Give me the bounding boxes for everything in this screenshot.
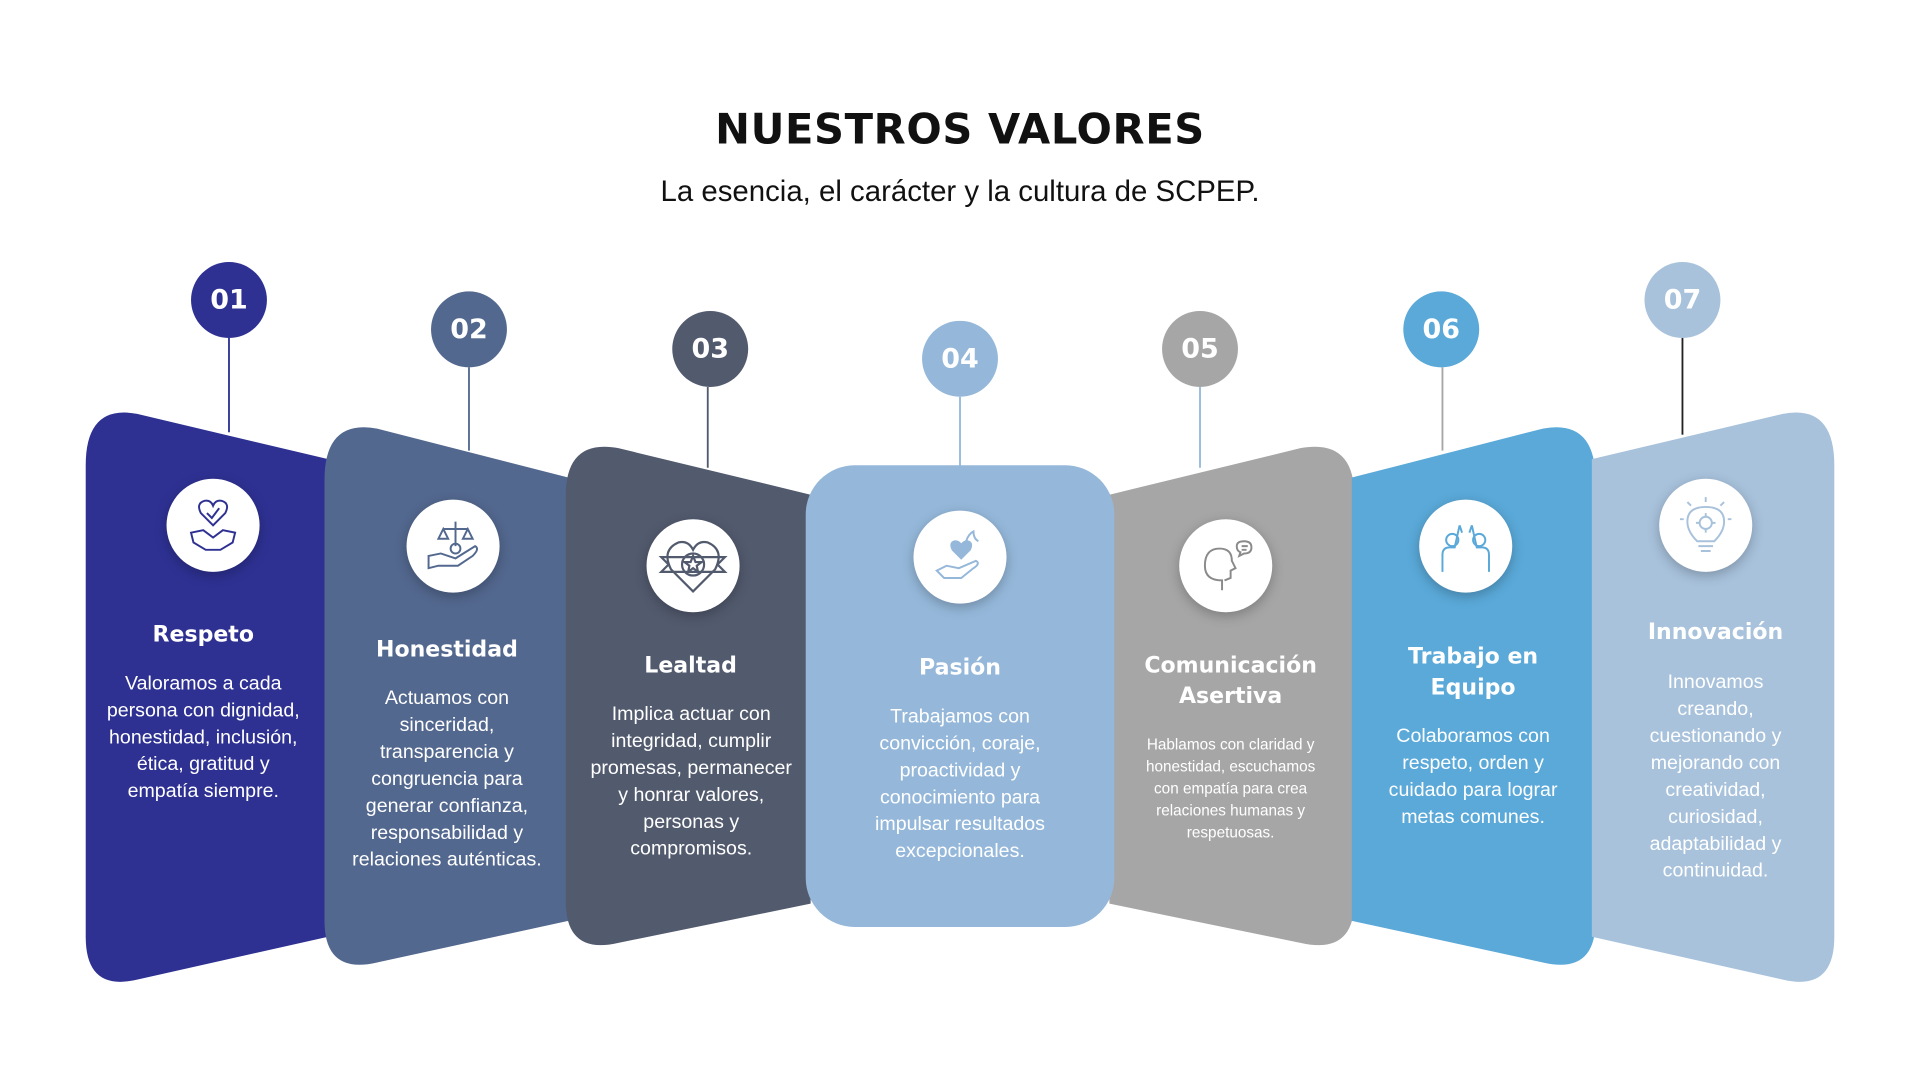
value-title-2: Honestidad bbox=[375, 636, 518, 663]
speaking-head-icon bbox=[1179, 519, 1273, 613]
card-shape-7 bbox=[1591, 412, 1835, 982]
heart-star-badge-icon bbox=[646, 519, 740, 613]
number-badge-4: 04 bbox=[922, 320, 998, 397]
value-title-7: Innovación bbox=[1647, 619, 1784, 646]
heart-handshake-icon bbox=[166, 478, 260, 572]
card-shape-5 bbox=[1109, 446, 1355, 946]
value-text-5: Hablamos con claridad y honestidad, escu… bbox=[1145, 735, 1316, 842]
lightbulb-gear-icon bbox=[1659, 478, 1753, 572]
page-subtitle: La esencia, el carácter y la cultura de … bbox=[660, 175, 1260, 209]
number-badge-5: 05 bbox=[1162, 311, 1238, 387]
value-text-1: Valoramos a cada persona con dignidad, h… bbox=[106, 673, 300, 803]
hand-heart-flame-icon bbox=[913, 510, 1007, 604]
value-title-3: Lealtad bbox=[644, 652, 737, 679]
card-shape-4 bbox=[805, 465, 1115, 927]
value-title-1: Respeto bbox=[152, 622, 254, 648]
value-title-6: Trabajo en Equipo bbox=[1408, 644, 1539, 701]
card-shape-2 bbox=[324, 427, 569, 965]
number-badge-3: 03 bbox=[672, 311, 749, 387]
page-title: NUESTROS VALORES bbox=[715, 105, 1205, 155]
high-five-icon bbox=[1419, 499, 1513, 593]
card-shape-3 bbox=[565, 446, 811, 946]
number-badge-7: 07 bbox=[1644, 262, 1721, 338]
card-shape-1 bbox=[85, 412, 329, 982]
value-text-6: Colaboramos con respeto, orden y cuidado… bbox=[1388, 726, 1558, 828]
number-badge-6: 06 bbox=[1403, 291, 1480, 368]
value-text-2: Actuamos con sinceridad, transparencia y… bbox=[352, 688, 542, 871]
number-badge-1: 01 bbox=[191, 262, 267, 338]
value-text-7: Innovamos creando, cuestionando y mejora… bbox=[1649, 672, 1782, 882]
scales-hand-icon bbox=[406, 499, 500, 593]
value-title-4: Pasión bbox=[919, 655, 1001, 681]
value-text-3: Implica actuar con integridad, cumplir p… bbox=[590, 704, 792, 860]
value-title-5: Comunicación Asertiva bbox=[1144, 652, 1317, 709]
card-shape-6 bbox=[1351, 427, 1596, 965]
value-text-4: Trabajamos con convicción, coraje, proac… bbox=[875, 706, 1045, 863]
number-badge-2: 02 bbox=[431, 291, 507, 368]
